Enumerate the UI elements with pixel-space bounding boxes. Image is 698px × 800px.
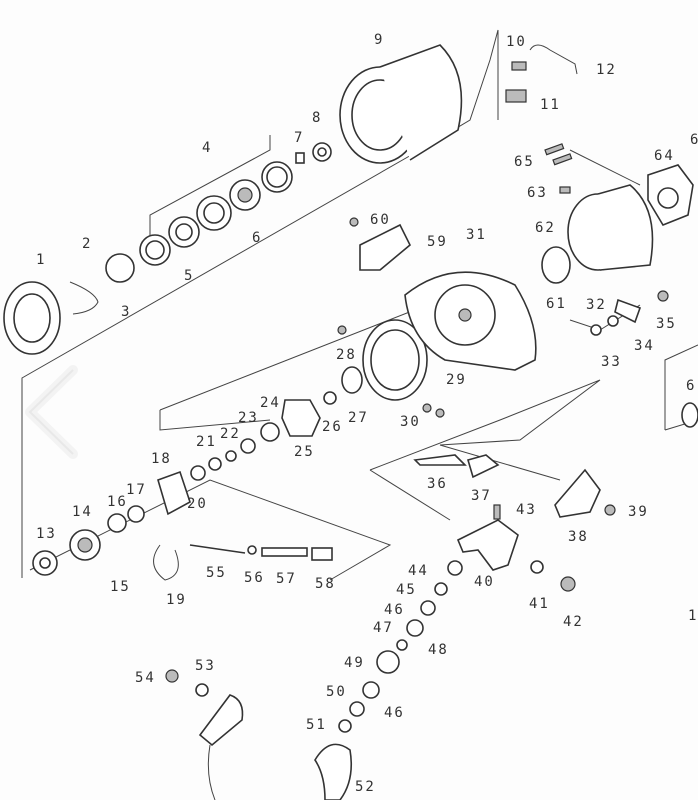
part-label-51: 51	[306, 717, 327, 733]
washer-part-3	[105, 253, 135, 283]
part-label-18: 18	[151, 451, 172, 467]
part-label-34: 34	[634, 338, 655, 354]
part-label-8: 8	[312, 110, 322, 126]
part-label-19: 19	[166, 592, 187, 608]
part-label-59: 59	[427, 234, 448, 250]
part-label-41: 41	[529, 596, 550, 612]
part-label-46: 46	[384, 705, 405, 721]
part-label-22: 22	[220, 426, 241, 442]
part-label-14: 14	[72, 504, 93, 520]
part-label-20: 20	[187, 496, 208, 512]
part-label-11: 11	[540, 97, 561, 113]
part-label-25: 25	[294, 444, 315, 460]
part-label-50: 50	[326, 684, 347, 700]
parts	[3, 44, 698, 800]
part-label-60: 60	[370, 212, 391, 228]
part-label-7: 7	[294, 130, 304, 146]
part-label-6: 6	[252, 230, 262, 246]
part-label-62: 62	[535, 220, 556, 236]
part-label-53: 53	[195, 658, 216, 674]
part-label-16: 16	[107, 494, 128, 510]
part-label-1: 1	[36, 252, 46, 268]
part-label-40: 40	[474, 574, 495, 590]
part-label-4: 4	[202, 140, 212, 156]
part-label-63: 63	[527, 185, 548, 201]
part-label-36: 36	[427, 476, 448, 492]
part-label-47: 47	[373, 620, 394, 636]
part-label-42: 42	[563, 614, 584, 630]
part-label-54: 54	[135, 670, 156, 686]
part-label-64: 64	[654, 148, 675, 164]
part-label-6: 6	[686, 378, 696, 394]
part-label-1: 1	[688, 608, 698, 624]
part-label-24: 24	[260, 395, 281, 411]
part-label-52: 52	[355, 779, 376, 795]
part-label-56: 56	[244, 570, 265, 586]
part-label-28: 28	[336, 347, 357, 363]
part-label-32: 32	[586, 297, 607, 313]
part-label-2: 2	[82, 236, 92, 252]
chevron-left-icon	[25, 365, 78, 459]
part-label-31: 31	[466, 227, 487, 243]
part-label-48: 48	[428, 642, 449, 658]
part-label-17: 17	[126, 482, 147, 498]
part-label-5: 5	[184, 268, 194, 284]
part-label-6: 6	[690, 132, 698, 148]
part-label-9: 9	[374, 32, 384, 48]
part-label-21: 21	[196, 434, 217, 450]
handle-part-52	[314, 743, 353, 800]
part-label-57: 57	[276, 571, 297, 587]
part-label-65: 65	[514, 154, 535, 170]
part-label-55: 55	[206, 565, 227, 581]
part-label-13: 13	[36, 526, 57, 542]
part-label-23: 23	[238, 410, 259, 426]
part-label-15: 15	[110, 579, 131, 595]
part-label-44: 44	[408, 563, 429, 579]
part-label-27: 27	[348, 410, 369, 426]
part-label-10: 10	[506, 34, 527, 50]
part-label-49: 49	[344, 655, 365, 671]
part-label-39: 39	[628, 504, 649, 520]
back-button[interactable]	[18, 362, 88, 462]
part-label-45: 45	[396, 582, 417, 598]
part-label-3: 3	[121, 304, 131, 320]
part-label-38: 38	[568, 529, 589, 545]
part-label-37: 37	[471, 488, 492, 504]
part-label-58: 58	[315, 576, 336, 592]
part-label-46: 46	[384, 602, 405, 618]
part-label-33: 33	[601, 354, 622, 370]
part-label-43: 43	[516, 502, 537, 518]
part-label-26: 26	[322, 419, 343, 435]
part-label-30: 30	[400, 414, 421, 430]
part-label-61: 61	[546, 296, 567, 312]
part-label-12: 12	[596, 62, 617, 78]
part-label-29: 29	[446, 372, 467, 388]
part-label-35: 35	[656, 316, 677, 332]
